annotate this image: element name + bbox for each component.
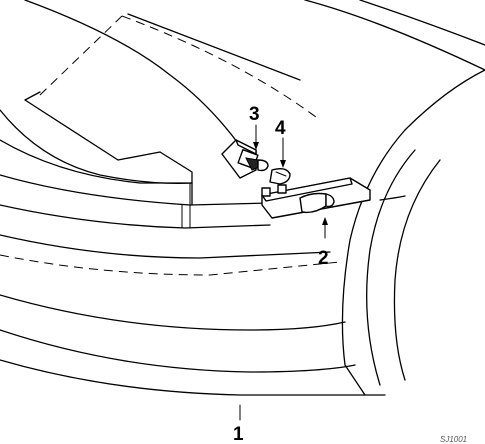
leader-lines [239, 124, 328, 421]
hood-panel [0, 0, 321, 206]
callout-2: 2 [318, 248, 329, 269]
callout-4: 4 [275, 118, 286, 139]
callout-3: 3 [249, 104, 260, 125]
bumper-lines [0, 174, 406, 396]
socket-part [221, 139, 269, 179]
fender-panel [304, 0, 485, 396]
diagram-stamp: SJ1001 [440, 435, 467, 444]
callout-1: 1 [233, 424, 244, 444]
side-marker-lamp-part [261, 177, 371, 219]
bulb-part [269, 167, 291, 185]
